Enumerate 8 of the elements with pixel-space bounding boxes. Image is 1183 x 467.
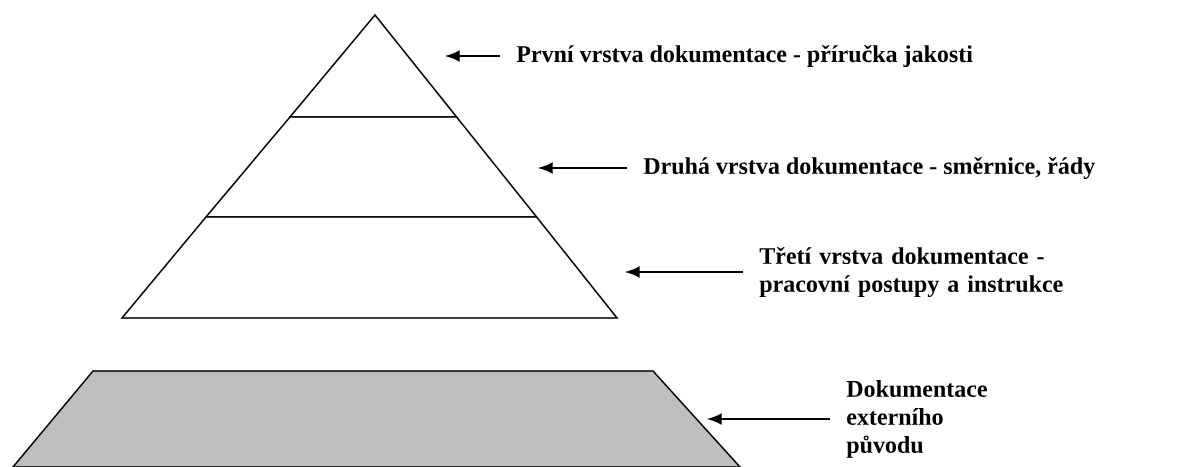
arrow [447,50,501,62]
arrow [540,162,628,174]
layer-label: Třetí vrstva dokumentace - pracovní postupy a instrukce [759,246,1063,298]
arrow [627,266,744,278]
arrow [709,413,831,425]
layer-label: Druhá vrstva dokumentace - směrnice, řády [643,156,1095,180]
layer-label: Dokumentace externího původu [846,380,987,458]
layer-label: První vrstva dokumentace - příručka jakosti [516,45,973,67]
